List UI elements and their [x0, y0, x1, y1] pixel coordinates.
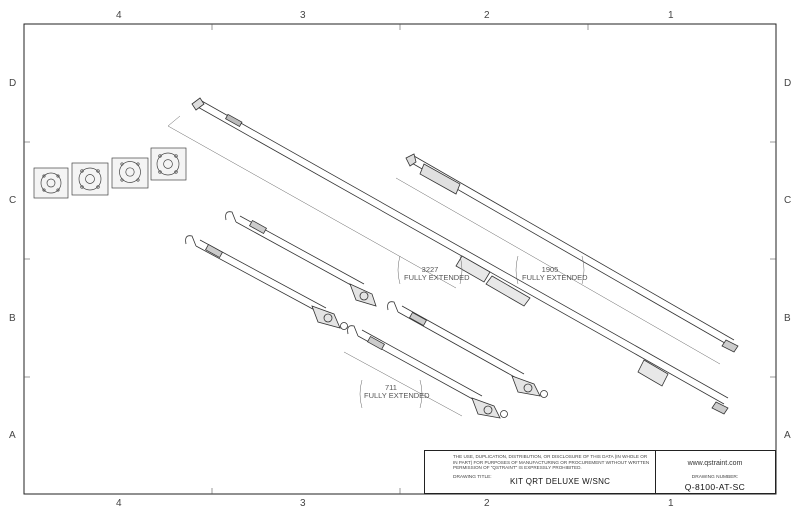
zone-row-a-left: A [9, 430, 16, 441]
zone-col-4-top: 4 [116, 10, 122, 21]
zone-row-a-right: A [784, 430, 791, 441]
short-strap-2 [185, 235, 348, 330]
long-strap-dimension-note: FULLY EXTENDED [404, 273, 470, 282]
zone-col-2-top: 2 [484, 10, 490, 21]
short-strap-dimension-value: 711 [385, 383, 397, 392]
drawing-number: Q-8100-AT-SC [684, 482, 746, 492]
company-website: www.qstraint.com [687, 460, 743, 467]
floor-anchor-view-2 [71, 162, 109, 196]
floor-anchor-view-3 [111, 157, 149, 189]
zone-col-1-bottom: 1 [668, 498, 674, 509]
zone-col-1-top: 1 [668, 10, 674, 21]
zone-row-c-left: C [9, 195, 17, 206]
title-block-divider [655, 451, 656, 493]
zone-row-b-right: B [784, 313, 791, 324]
short-strap-dimension: 711 FULLY EXTENDED [364, 383, 430, 400]
drawing-title-label: DRAWING TITLE: [453, 475, 492, 480]
medium-strap-dimension-line [395, 177, 721, 365]
medium-strap-dimension: 1905 FULLY EXTENDED [522, 265, 588, 282]
short-strap-1 [225, 211, 377, 307]
long-strap-dimension-line [167, 115, 463, 289]
drawing-title: KIT QRT DELUXE W/SNC [510, 477, 611, 486]
floor-anchor-views [33, 147, 187, 199]
zone-col-3-bottom: 3 [300, 498, 306, 509]
zone-row-d-left: D [9, 78, 17, 89]
long-strap-dimension: 3227 FULLY EXTENDED [404, 265, 470, 282]
zone-col-3-top: 3 [300, 10, 306, 21]
title-block: THE USE, DUPLICATION, DISTRIBUTION, OR D… [424, 450, 776, 494]
zone-col-4-bottom: 4 [116, 498, 122, 509]
medium-strap-dimension-value: 1905 [541, 265, 559, 274]
zone-row-b-left: B [9, 313, 16, 324]
short-strap-dimension-note: FULLY EXTENDED [364, 391, 430, 400]
zone-col-2-bottom: 2 [484, 498, 490, 509]
long-strap [191, 97, 729, 415]
outer-border [23, 23, 777, 495]
drawing-number-label: DRAWING NUMBER: [691, 475, 739, 480]
zone-row-d-right: D [784, 78, 792, 89]
long-strap-dimension-value: 3227 [421, 265, 439, 274]
floor-anchor-view-1 [33, 167, 69, 199]
zone-row-c-right: C [784, 195, 792, 206]
floor-anchor-view-4 [150, 147, 187, 181]
proprietary-notice: THE USE, DUPLICATION, DISTRIBUTION, OR D… [453, 454, 650, 471]
zone-ticks [24, 24, 776, 494]
short-strap-4 [347, 325, 508, 419]
medium-strap [405, 153, 739, 353]
short-strap-dimension-line [343, 351, 463, 417]
medium-strap-dimension-note: FULLY EXTENDED [522, 273, 588, 282]
short-strap-3 [387, 301, 548, 398]
